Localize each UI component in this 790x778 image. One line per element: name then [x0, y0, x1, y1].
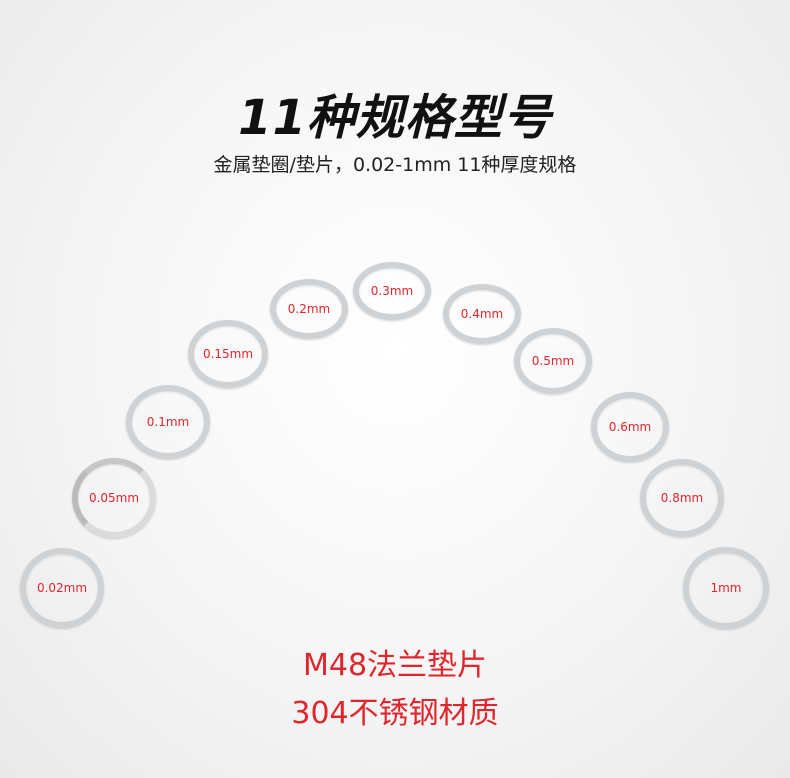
washer-0-02mm: 0.02mm — [20, 548, 104, 628]
footer-line-1: M48法兰垫片 — [302, 648, 488, 683]
washer-0-5mm: 0.5mm — [514, 328, 592, 394]
washer-0-2mm: 0.2mm — [270, 279, 348, 339]
washer-0-4mm: 0.4mm — [443, 284, 521, 344]
washer-label: 0.15mm — [202, 347, 254, 361]
washer-label: 0.5mm — [531, 354, 575, 368]
page-subtitle: 金属垫圈/垫片，0.02-1mm 11种厚度规格 — [213, 154, 577, 176]
washer-label: 0.3mm — [370, 284, 414, 298]
washer-label: 0.05mm — [88, 491, 140, 505]
washer-0-15mm: 0.15mm — [188, 320, 268, 388]
washer-label: 0.2mm — [287, 302, 331, 316]
washer-0-3mm: 0.3mm — [353, 262, 431, 320]
footer-line-2: 304不锈钢材质 — [291, 696, 499, 731]
washer-0-05mm: 0.05mm — [72, 458, 156, 538]
washer-label: 0.1mm — [146, 415, 190, 429]
washer-label: 0.6mm — [608, 420, 652, 434]
washer-0-8mm: 0.8mm — [640, 459, 724, 537]
washer-1mm: 1mm — [683, 547, 769, 629]
washer-label: 0.4mm — [460, 307, 504, 321]
washer-label: 1mm — [710, 581, 742, 595]
washer-0-6mm: 0.6mm — [591, 392, 669, 462]
washer-0-1mm: 0.1mm — [126, 385, 210, 459]
page-title: 11种规格型号 — [238, 90, 552, 146]
washer-label: 0.02mm — [36, 581, 88, 595]
washer-label: 0.8mm — [660, 491, 704, 505]
